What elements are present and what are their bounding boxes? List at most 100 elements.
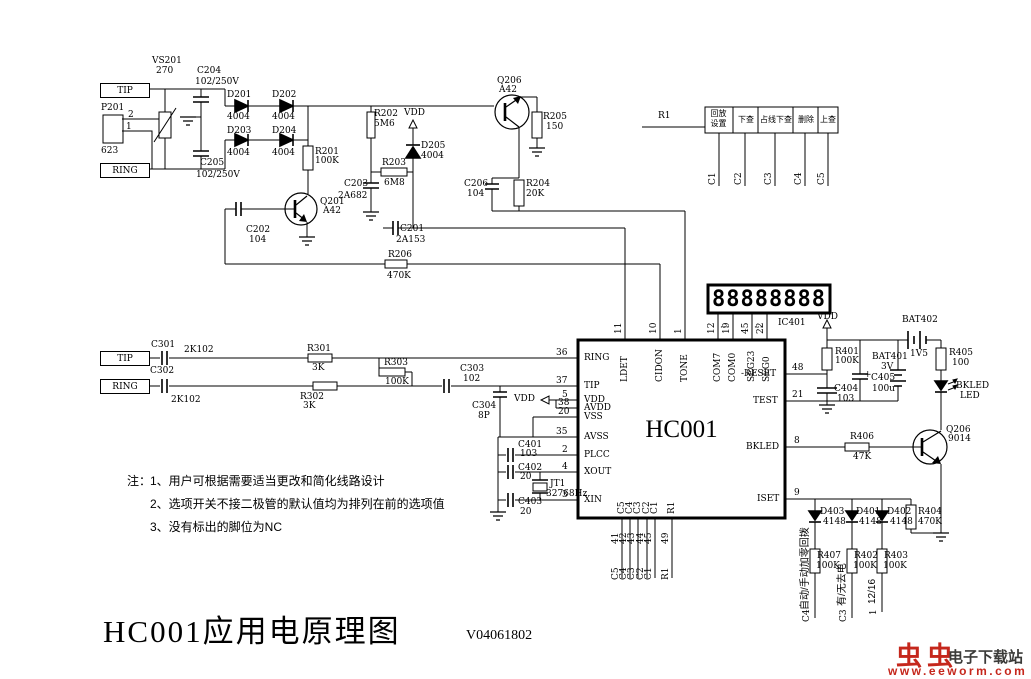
ref-r204: R204 <box>526 179 550 189</box>
option-col-c4: C4 <box>802 609 812 622</box>
value-c403: 20 <box>520 507 532 517</box>
ref-c401: C401 <box>518 440 543 450</box>
ic-pinnum-11: 11 <box>614 322 624 334</box>
ground-symbols <box>180 116 949 542</box>
ic-pinnum-1: 1 <box>674 328 684 334</box>
ref-bkled: BKLED <box>956 381 990 391</box>
tip-terminal: TIP <box>100 83 150 98</box>
ref-r302: R302 <box>300 392 324 402</box>
ref-c206: C206 <box>464 179 489 189</box>
p201-pin1: 1 <box>126 122 132 132</box>
ic-pin-ldet: LDET <box>620 356 630 382</box>
note-3: 3、没有标出的脚位为NC <box>150 520 283 534</box>
ref-c405: C405 <box>871 373 896 383</box>
value-r407: 100K <box>816 561 840 571</box>
ref-r201: R201 <box>315 147 339 157</box>
option-col-c3: C3 <box>839 609 849 622</box>
vdd-label-2: VDD <box>514 394 535 404</box>
ic-pin-reset: -RESET <box>741 369 777 379</box>
ic-pinnum-9: 9 <box>794 488 800 498</box>
ref-c203: C203 <box>344 179 369 189</box>
ic-pinnum-45b: 45 <box>644 532 654 544</box>
value-d403: 4148 <box>823 517 846 527</box>
capacitor-plates <box>161 96 927 507</box>
value-c303: 102 <box>463 374 481 384</box>
ref-r405: R405 <box>949 348 973 358</box>
value-bkled: LED <box>960 391 980 401</box>
value-c201: 2A153 <box>396 235 426 245</box>
value-d205: 4004 <box>421 151 444 161</box>
value-c304: 8P <box>478 411 490 421</box>
ref-r402: R402 <box>854 551 878 561</box>
ic-pin-vdd: VDD <box>584 395 605 405</box>
vdd-arrow-icons <box>408 118 832 405</box>
ic-pinnum-37: 37 <box>556 376 568 386</box>
lcd-display-outline <box>706 283 832 315</box>
value-d203: 4004 <box>227 148 250 158</box>
ref-bat401: BAT401 <box>872 352 908 362</box>
value-r205: 150 <box>546 122 564 132</box>
ref-d202: D202 <box>272 90 297 100</box>
value-c402: 20 <box>520 472 532 482</box>
ic-pin-ring: RING <box>584 353 610 363</box>
ic-pin-c1: C1 <box>650 501 660 514</box>
value-c404: 103 <box>837 394 855 404</box>
watermark: 虫虫 电子下载站 www.eeworm.com <box>866 615 1031 679</box>
ic-name: HC001 <box>645 416 718 443</box>
key-down: 下查 <box>738 115 754 124</box>
ic-pin-com0: COM0 <box>728 352 738 382</box>
value-d202: 4004 <box>272 112 295 122</box>
ic-pin-xin: XIN <box>584 495 602 505</box>
ref-r301: R301 <box>307 344 331 354</box>
value-bat401: 3V <box>881 362 894 372</box>
keypad-col-c3: C3 <box>764 172 774 185</box>
keypad-col-c1: C1 <box>708 172 718 185</box>
option-auto-manual: 自动/手动加零回拨 <box>800 527 811 610</box>
watermark-brand: 虫虫 <box>896 641 959 671</box>
ic-pinnum-45: 45 <box>741 322 751 334</box>
ic-pinnum-5: 5 <box>562 390 568 400</box>
ref-c303: C303 <box>460 364 485 374</box>
ref-q206b: Q206 <box>946 425 971 435</box>
ref-r206: R206 <box>388 250 412 260</box>
value-r405: 100 <box>952 358 970 368</box>
ref-r403: R403 <box>884 551 908 561</box>
ic-pinnum-38: 38 <box>558 398 570 408</box>
keypad-net-label: R1 <box>658 111 671 121</box>
ring-terminal-2: RING <box>100 379 150 394</box>
ref-d401: D401 <box>856 507 881 517</box>
option-outgoing: 有/无去电 <box>837 563 848 606</box>
ring-terminal: RING <box>100 163 150 178</box>
value-d201: 4004 <box>227 112 250 122</box>
ic-pinnum-12: 12 <box>707 322 717 334</box>
led-ray-icon <box>947 378 958 391</box>
value-q206b: 9014 <box>948 434 971 444</box>
ref-c304: C304 <box>472 401 497 411</box>
keypad-outline <box>704 106 839 134</box>
value-c302: 2K102 <box>171 395 201 405</box>
value-p201: 623 <box>101 146 119 156</box>
ic-pin-com7: COM7 <box>713 352 723 382</box>
tip-terminal-2: TIP <box>100 351 150 366</box>
pin-dots-seg: ··· <box>754 323 763 333</box>
value-r303: 100K <box>385 377 409 387</box>
ic-pinnum-20: 20 <box>558 407 570 417</box>
note-1: 1、用户可根据需要适当更改和简化线路设计 <box>150 474 385 488</box>
diode-symbols <box>234 98 949 523</box>
value-r402: 100K <box>853 561 877 571</box>
value-c202: 104 <box>249 235 267 245</box>
ref-c205: C205 <box>200 158 225 168</box>
keypad-col-c2: C2 <box>734 172 744 185</box>
ref-r205: R205 <box>543 112 567 122</box>
ref-d403: D403 <box>820 507 845 517</box>
ref-r407: R407 <box>817 551 841 561</box>
ic-pin-cidon: CIDON <box>655 349 665 382</box>
value-d402: 4148 <box>890 517 913 527</box>
value-r403: 100K <box>883 561 907 571</box>
value-bat402: 1V5 <box>910 349 928 359</box>
ref-c202: C202 <box>246 225 271 235</box>
transistor-symbols <box>284 94 948 465</box>
value-r301: 3K <box>312 363 325 373</box>
ic-pinnum-10: 10 <box>649 322 659 334</box>
ref-r303: R303 <box>384 358 408 368</box>
